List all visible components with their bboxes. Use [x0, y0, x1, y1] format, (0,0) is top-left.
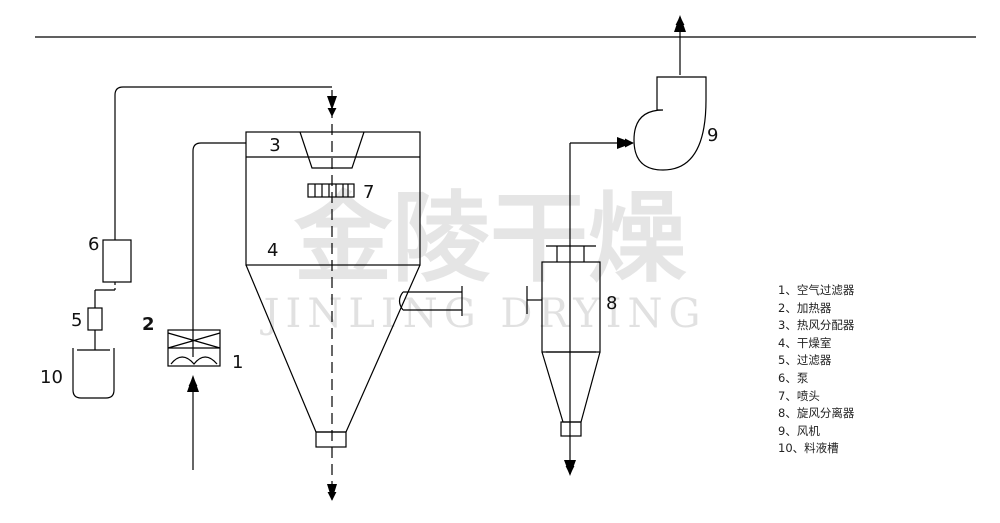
feed-pipe	[114, 86, 332, 240]
watermark-en: JINLING DRYING	[260, 291, 707, 337]
filter-5	[87, 307, 103, 331]
legend-list: 1、空气过滤器 2、加热器 3、热风分配器 4、干燥室 5、过滤器 6、泵 7、…	[778, 282, 854, 458]
legend-item: 3、热风分配器	[778, 318, 855, 333]
fan-9	[633, 76, 707, 171]
legend-item: 9、风机	[778, 423, 820, 438]
label-7: 7	[363, 182, 374, 203]
legend-item: 6、泵	[778, 370, 809, 385]
feed-tank-10	[72, 348, 115, 399]
label-4: 4	[267, 240, 278, 261]
label-2: 2	[142, 314, 155, 335]
legend-item: 4、干燥室	[778, 335, 832, 350]
watermark: 金陵干燥 JINLING DRYING	[260, 181, 707, 337]
pump-6	[102, 239, 132, 283]
label-10: 10	[40, 367, 63, 388]
label-9: 9	[707, 125, 718, 146]
air-pipe	[192, 142, 246, 357]
label-6: 6	[88, 234, 99, 255]
side-outlet	[398, 286, 463, 316]
drying-chamber-4	[245, 131, 421, 266]
label-5: 5	[71, 310, 82, 331]
legend-item: 5、过滤器	[778, 353, 832, 368]
spray-nozzle-7	[307, 183, 355, 198]
legend-item: 1、空气过滤器	[778, 283, 855, 297]
chamber-outlet	[315, 431, 347, 448]
legend-item: 8、旋风分离器	[778, 406, 855, 421]
label-3: 3	[269, 135, 280, 156]
label-1: 1	[232, 352, 243, 373]
legend-item: 10、料液槽	[778, 441, 839, 456]
watermark-cn: 金陵干燥	[293, 181, 687, 296]
legend-item: 2、加热器	[778, 300, 832, 315]
legend-item: 7、喷头	[778, 388, 820, 403]
label-8: 8	[606, 293, 617, 314]
